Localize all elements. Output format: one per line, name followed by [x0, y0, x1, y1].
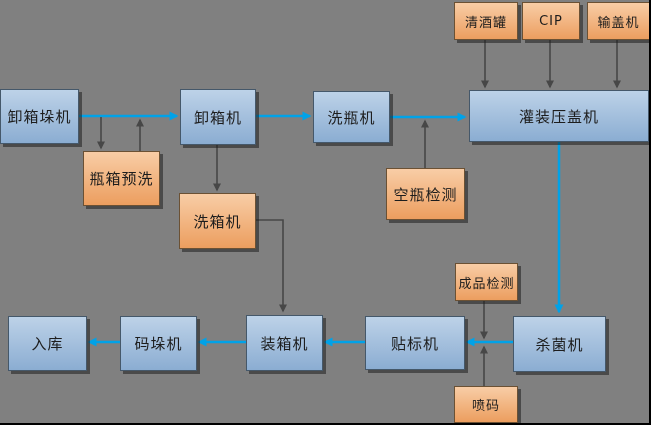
- node-bright-beer-tank: 清酒罐: [454, 2, 518, 40]
- node-filler-capper: 灌装压盖机: [469, 90, 649, 142]
- connector-crate-washer-to-case-packer: [254, 219, 287, 313]
- node-cip: CIP: [522, 2, 580, 40]
- node-inkjet-coder: 喷码: [454, 386, 518, 423]
- node-labeler: 贴标机: [365, 316, 465, 370]
- node-product-inspector: 成品检测: [455, 263, 518, 301]
- node-empty-bottle-inspector: 空瓶检测: [386, 168, 465, 220]
- node-pasteurizer: 杀菌机: [513, 316, 606, 372]
- node-crate-prewash: 瓶箱预洗: [83, 151, 160, 206]
- node-bottle-washer: 洗瓶机: [313, 91, 390, 143]
- node-depalletizer: 卸箱垛机: [0, 89, 79, 144]
- node-crate-washer: 洗箱机: [179, 193, 256, 249]
- node-palletizer: 码垛机: [120, 316, 197, 371]
- node-decrater: 卸箱机: [180, 89, 256, 145]
- node-cap-feeder: 输盖机: [587, 2, 649, 40]
- node-warehousing: 入库: [8, 316, 87, 371]
- node-case-packer: 装箱机: [246, 315, 323, 371]
